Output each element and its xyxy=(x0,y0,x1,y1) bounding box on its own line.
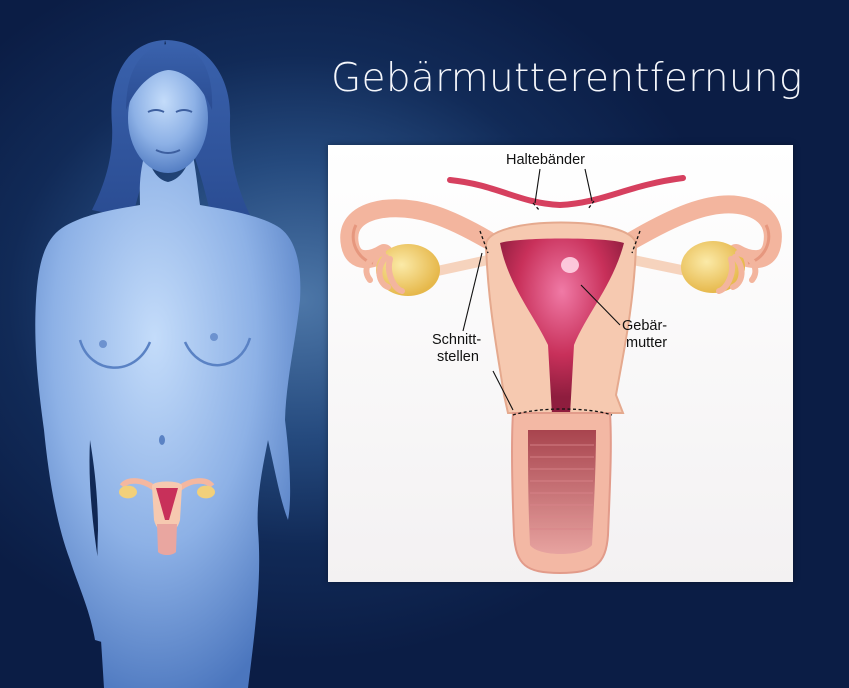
page-title: Gebärmutterentfernung xyxy=(331,56,803,101)
label-incision-line2: stellen xyxy=(437,349,479,366)
label-ligaments: Haltebänder xyxy=(506,152,585,169)
label-uterus-line1: Gebär- xyxy=(622,318,667,335)
ligament-band xyxy=(450,178,683,205)
diagram-panel: Haltebänder Gebär- mutter Schnitt- stell… xyxy=(328,145,793,582)
label-incision-line1: Schnitt- xyxy=(432,332,481,349)
body xyxy=(35,150,300,688)
label-uterus-line2: mutter xyxy=(626,335,667,352)
uterus-diagram xyxy=(328,145,793,582)
